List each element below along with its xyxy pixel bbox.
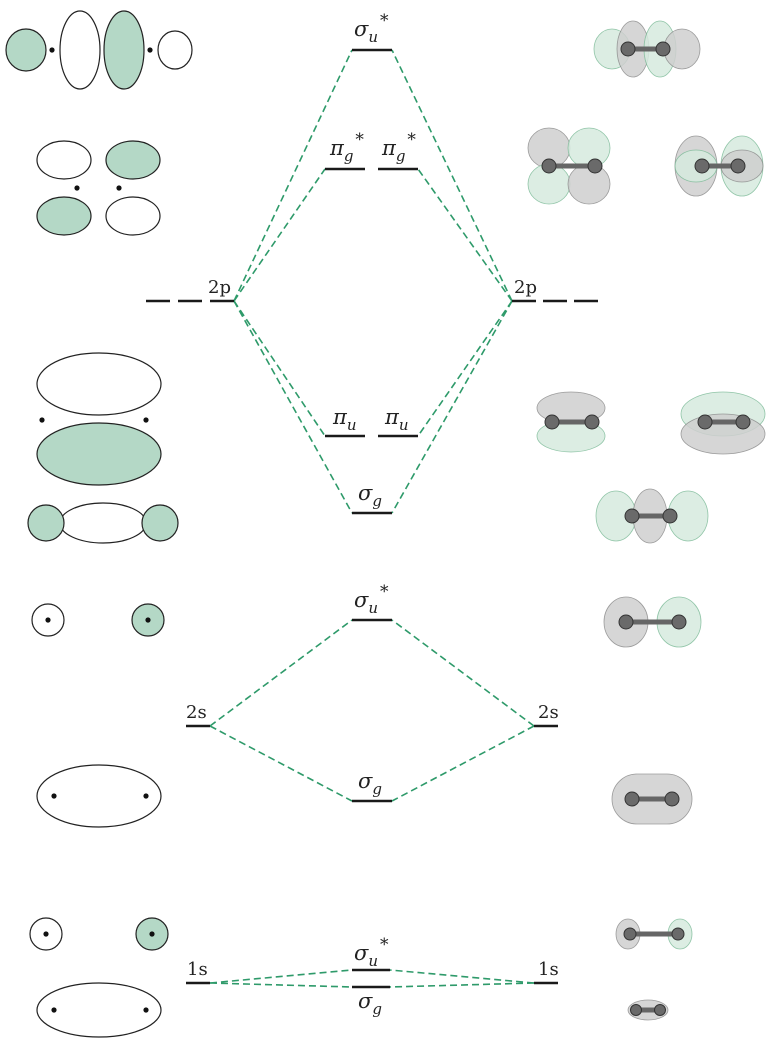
label-pi-g-star-a: πg*: [329, 130, 364, 165]
label-2s-left: 2s: [186, 702, 207, 723]
connector-2p-left-sigma-g: [233, 300, 353, 514]
label-2p-left: 2p: [208, 277, 231, 298]
label-pi-u-a: πu: [332, 405, 356, 434]
connector-2p-left-pi-g-star: [233, 168, 326, 302]
sketch-sigma-g-2s: [36, 764, 162, 828]
label-1s-left: 1s: [187, 959, 208, 980]
label-sigma-g-2p: σg: [358, 481, 382, 510]
sketch-pi-g-star: [36, 140, 161, 236]
connector-2s-left-sigma-g: [209, 725, 353, 802]
connector-1s-left-sigma-u-star: [209, 969, 353, 984]
connector-2s-right-sigma-u-star: [391, 619, 535, 727]
ao-labels: 2p 2p 2s 2s 1s 1s: [186, 277, 559, 980]
label-sigma-g-1s: σg: [358, 989, 382, 1018]
render-sigma-u-star-2s: [603, 596, 702, 648]
sketch-sigma-u-star-1s: [29, 917, 169, 951]
connector-2s-right-sigma-g: [391, 725, 535, 802]
label-sigma-u-star-2s: σu*: [354, 582, 389, 617]
label-1s-right: 1s: [538, 959, 559, 980]
label-2s-right: 2s: [538, 702, 559, 723]
render-sigma-g-2p: [595, 488, 709, 544]
render-sigma-u-star-1s: [615, 918, 693, 950]
label-pi-u-b: πu: [384, 405, 408, 434]
connector-1s-right-sigma-u-star: [389, 969, 535, 984]
sketch-sigma-u-star-2s: [31, 603, 165, 637]
sketch-sigma-u-star-2p: [5, 10, 193, 90]
label-sigma-g-2s: σg: [358, 769, 382, 798]
label-pi-g-star-b: πg*: [381, 130, 416, 165]
connector-2p-right-sigma-u-star: [391, 49, 513, 302]
energy-levels: [146, 48, 598, 989]
lobe-sketches: [5, 10, 193, 1038]
render-sigma-g-1s: [627, 999, 669, 1021]
sketch-sigma-g-2p: [27, 502, 179, 544]
render-pi-u-b: [680, 391, 766, 455]
label-sigma-u-star-1s: σu*: [354, 935, 389, 970]
connector-2p-right-sigma-g: [391, 300, 513, 514]
sketch-pi-u: [36, 352, 162, 486]
render-sigma-g-2s: [611, 773, 693, 825]
label-2p-right: 2p: [514, 277, 537, 298]
label-sigma-u-star-2p: σu*: [354, 11, 389, 46]
connector-2s-left-sigma-u-star: [209, 619, 353, 727]
render-sigma-u-star-2p: [593, 20, 701, 78]
sketch-sigma-g-1s: [36, 982, 162, 1038]
connector-2p-left-pi-u: [233, 300, 326, 437]
render-pi-g-star-a: [527, 127, 611, 205]
connector-1s-right-sigma-g: [389, 982, 535, 988]
connector-2p-left-sigma-u-star: [233, 49, 353, 302]
isosurface-renderings: [527, 20, 766, 1021]
connector-2p-right-pi-g-star: [417, 168, 513, 302]
connector-1s-left-sigma-g: [209, 982, 353, 988]
connector-2p-right-pi-u: [417, 300, 513, 437]
render-pi-g-star-b: [674, 135, 764, 197]
render-pi-u-a: [536, 391, 606, 453]
mo-labels: σu* πg* πg* πu πu σg σu* σg σu* σg: [329, 11, 416, 1018]
connector-lines: [209, 49, 535, 988]
